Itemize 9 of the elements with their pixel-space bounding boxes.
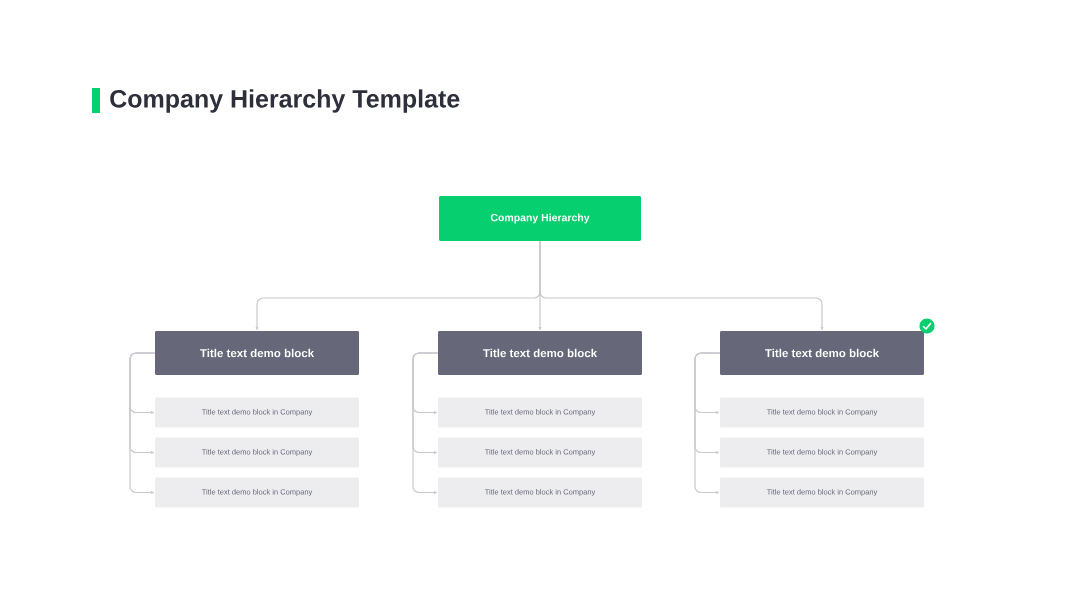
department-box: Title text demo block — [155, 331, 359, 375]
department-box: Title text demo block — [438, 331, 642, 375]
connector-arrow — [539, 240, 824, 331]
connector-arrow — [129, 352, 156, 494]
root-box: Company Hierarchy — [439, 196, 641, 241]
department-box: Title text demo block — [720, 331, 924, 375]
connector-arrow — [694, 352, 721, 494]
connector-arrow — [412, 352, 439, 494]
title: Company Hierarchy Template — [110, 89, 460, 113]
